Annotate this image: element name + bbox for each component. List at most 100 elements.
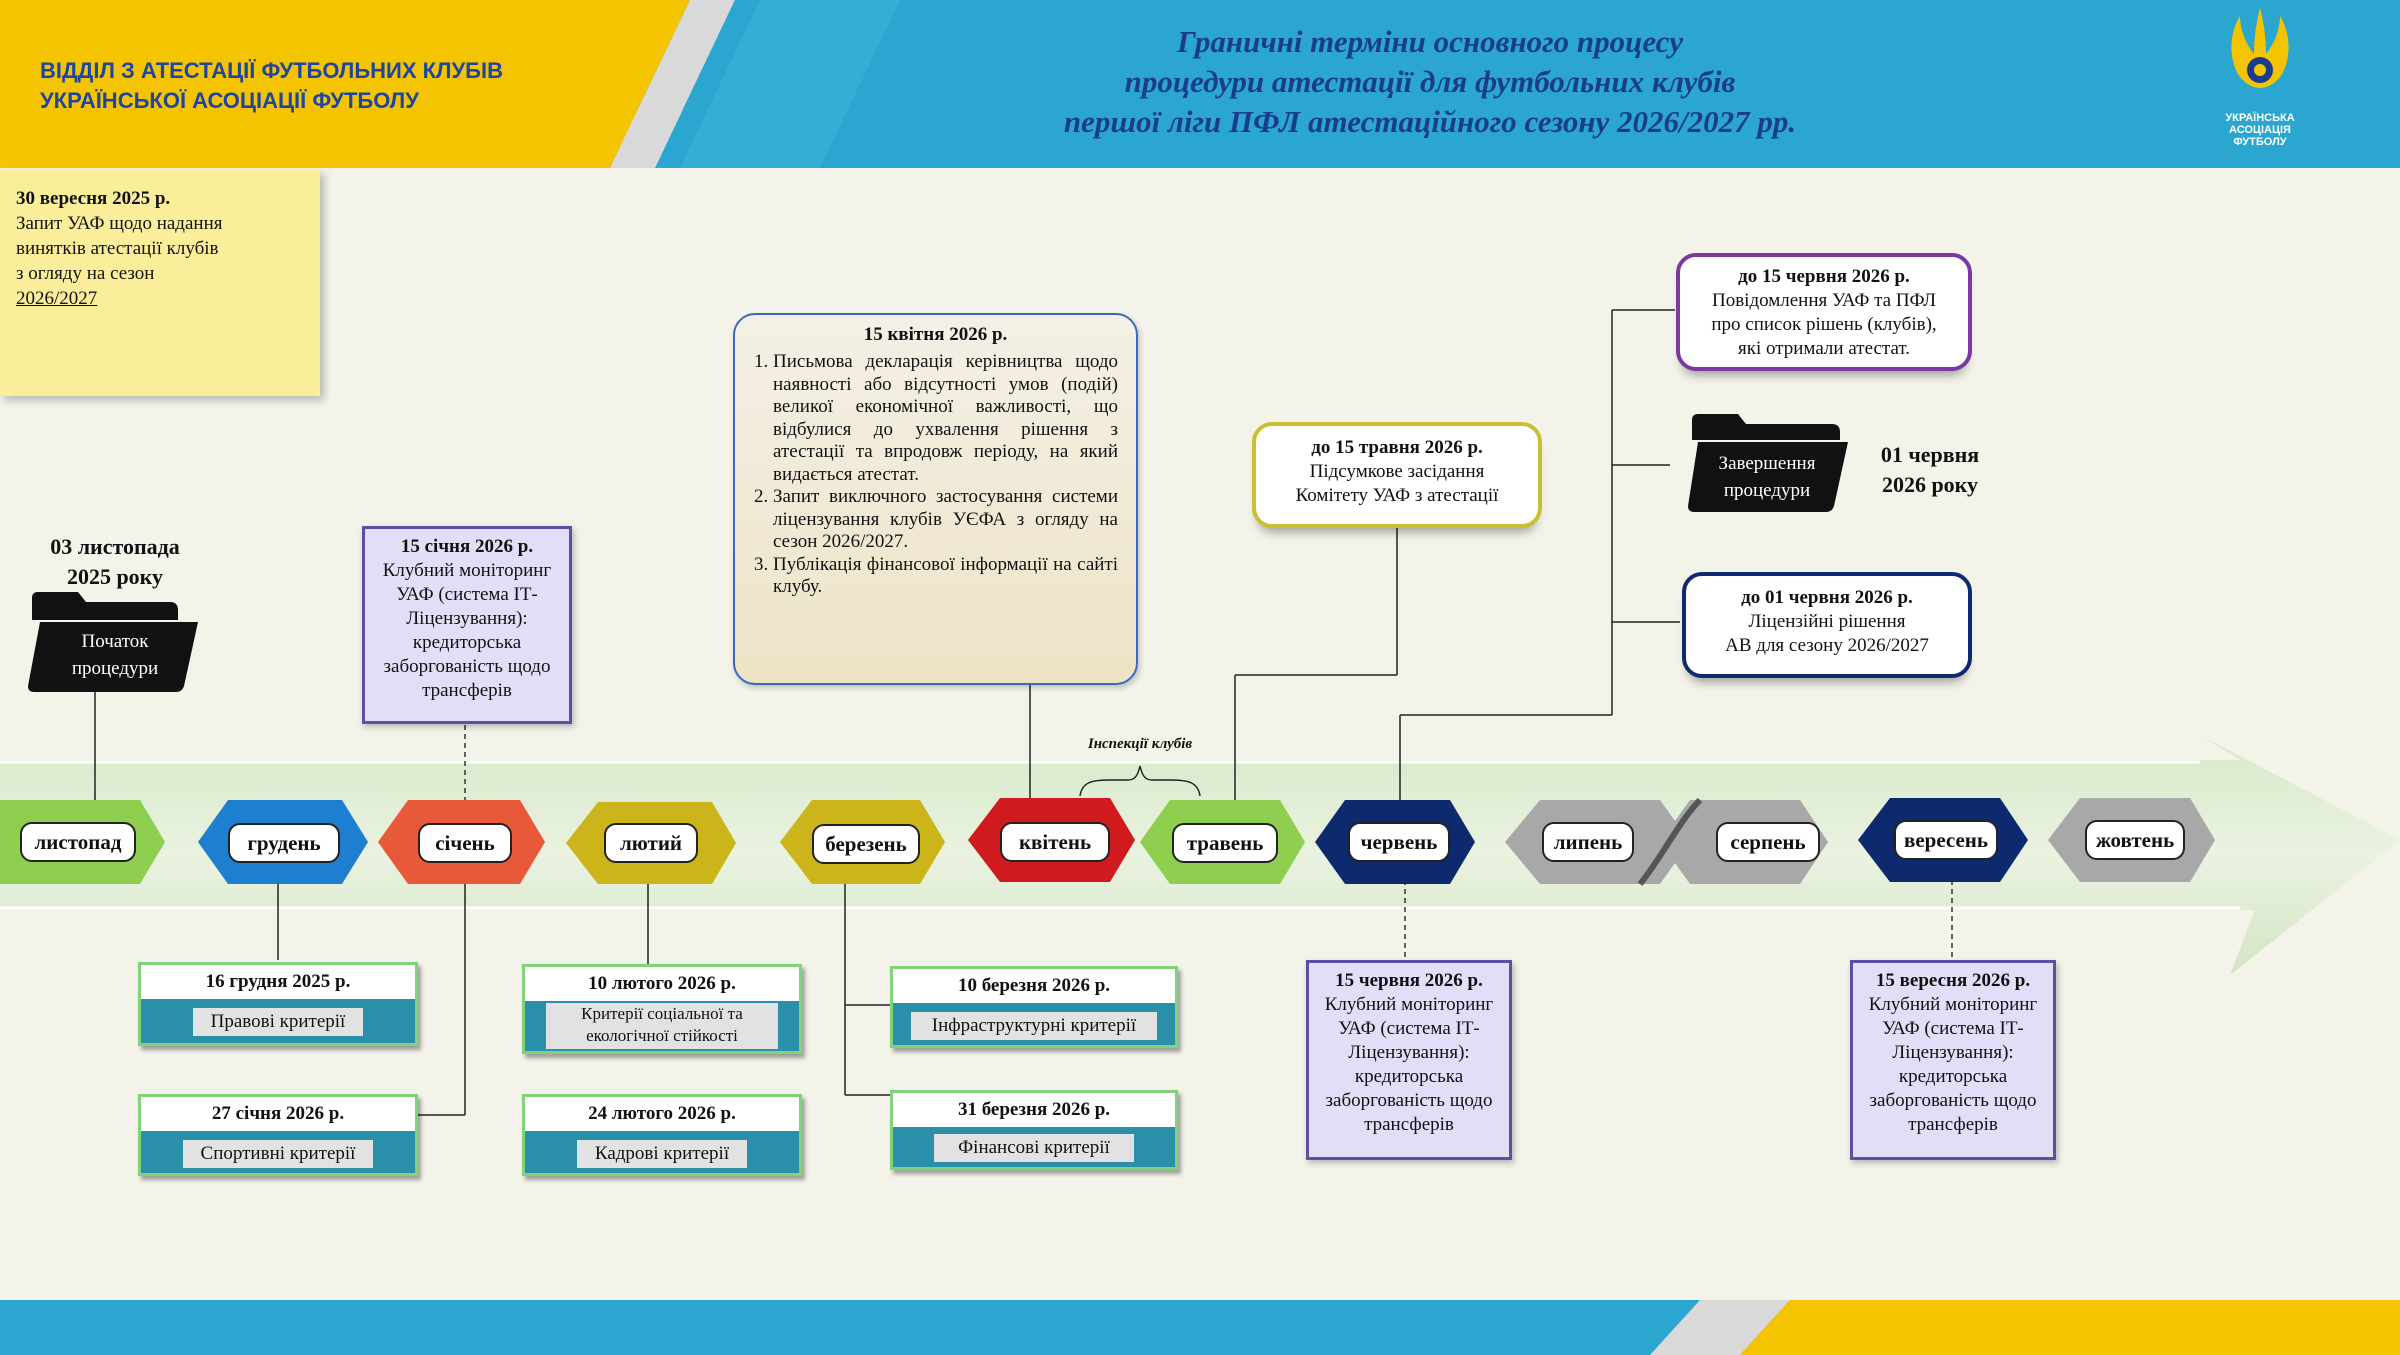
inspection-brace: [1079, 765, 1201, 797]
monitoring-june-box: 15 червня 2026 р. Клубний моніторинг УАФ…: [1306, 960, 1512, 1160]
declaration-box: 15 квітня 2026 р. Письмова декларація ке…: [733, 313, 1138, 685]
declaration-item-3: Публікація фінансової інформації на сайт…: [773, 554, 1118, 599]
month-august: серпень: [1716, 822, 1820, 862]
start-date: 03 листопада 2025 року: [10, 532, 220, 592]
start-folder-line1: Початок: [81, 631, 149, 652]
criteria-infrastructure-date: 10 березня 2026 р.: [893, 969, 1175, 1003]
finish-folder-label: Завершення процедури: [1692, 450, 1842, 504]
monitoring-june-line5: заборгованість щодо: [1325, 1090, 1493, 1111]
criteria-social-label: Критерії соціальної та екологічної стійк…: [546, 1003, 778, 1049]
criteria-staff-box: 24 лютого 2026 р. Кадрові критерії: [522, 1094, 802, 1176]
month-december: грудень: [228, 823, 340, 863]
criteria-staff-date: 24 лютого 2026 р.: [525, 1097, 799, 1131]
monitoring-september-line5: заборгованість щодо: [1869, 1090, 2037, 1111]
monitoring-june-date: 15 червня 2026 р.: [1335, 970, 1483, 991]
notification-line2: про список рішень (клубів),: [1711, 314, 1937, 335]
committee-line1: Підсумкове засідання: [1309, 461, 1485, 482]
uaf-trident-logo-icon: [2231, 8, 2289, 88]
month-september: вересень: [1894, 820, 1998, 860]
start-folder-label: Початок процедури: [40, 628, 190, 682]
month-july: липень: [1542, 822, 1634, 862]
logo-line3: ФУТБОЛУ: [2233, 136, 2287, 148]
licensing-box: до 01 червня 2026 р. Ліцензійні рішення …: [1682, 572, 1972, 678]
logo-line2: АСОЦІАЦІЯ: [2229, 124, 2291, 136]
notification-line3: які отримали атестат.: [1737, 338, 1911, 359]
finish-date-line2: 2026 року: [1881, 472, 1979, 497]
monitoring-june-line6: трансферів: [1364, 1114, 1454, 1135]
monitoring-september-line3: Ліцензування):: [1892, 1042, 2014, 1063]
notification-line1: Повідомлення УАФ та ПФЛ: [1711, 290, 1937, 311]
criteria-financial-box: 31 березня 2026 р. Фінансові критерії: [890, 1090, 1178, 1170]
title-line1: Граничні терміни основного процесу: [1177, 24, 1683, 59]
monitoring-september-line2: УАФ (система ІТ-: [1882, 1018, 2024, 1039]
month-april: квітень: [1000, 822, 1110, 862]
month-january: січень: [418, 823, 512, 863]
monitoring-january-box: 15 січня 2026 р. Клубний моніторинг УАФ …: [362, 526, 572, 724]
monitoring-june-line1: Клубний моніторинг: [1324, 994, 1494, 1015]
monitoring-september-date: 15 вересня 2026 р.: [1875, 970, 2031, 991]
title-line2: процедури атестації для футбольних клубі…: [1124, 64, 1736, 99]
note-line4: 2026/2027: [16, 288, 98, 309]
monitoring-january-date: 15 січня 2026 р.: [400, 536, 534, 557]
month-february: лютий: [604, 823, 698, 863]
finish-date: 01 червня 2026 року: [1850, 440, 2010, 500]
criteria-infrastructure-label: Інфраструктурні критерії: [911, 1012, 1157, 1040]
monitoring-january-line3: Ліцензування):: [406, 608, 528, 629]
note-line2: винятків атестації клубів: [16, 238, 219, 259]
finish-folder-line2: процедури: [1723, 480, 1811, 501]
month-november: листопад: [20, 822, 136, 862]
header-banner: [0, 0, 2400, 168]
finish-folder-icon: [1688, 414, 1848, 512]
connectors: [94, 309, 1680, 1116]
licensing-line1: Ліцензійні рішення: [1748, 611, 1906, 632]
monitoring-january-line5: заборгованість щодо: [383, 656, 551, 677]
monitoring-june-line3: Ліцензування):: [1348, 1042, 1470, 1063]
logo-line1: УКРАЇНСЬКА: [2225, 112, 2295, 124]
logo-caption: УКРАЇНСЬКА АСОЦІАЦІЯ ФУТБОЛУ: [2210, 112, 2310, 148]
monitoring-june-line4: кредиторська: [1354, 1066, 1464, 1087]
criteria-legal-label: Правові критерії: [193, 1008, 363, 1036]
page-title: Граничні терміни основного процесу проце…: [930, 22, 1930, 142]
criteria-sport-box: 27 січня 2026 р. Спортивні критерії: [138, 1094, 418, 1176]
notification-date: до 15 червня 2026 р.: [1738, 266, 1910, 287]
monitoring-june-line2: УАФ (система ІТ-: [1338, 1018, 1480, 1039]
licensing-line2: АВ для сезону 2026/2027: [1725, 635, 1929, 656]
declaration-list: Письмова декларація керівництва щодо ная…: [753, 351, 1118, 599]
note-line3: з огляду на сезон: [16, 263, 155, 284]
criteria-financial-date: 31 березня 2026 р.: [893, 1093, 1175, 1127]
monitoring-september-box: 15 вересня 2026 р. Клубний моніторинг УА…: [1850, 960, 2056, 1160]
monitoring-september-line6: трансферів: [1908, 1114, 1998, 1135]
criteria-legal-box: 16 грудня 2025 р. Правові критерії: [138, 962, 418, 1046]
monitoring-september-line1: Клубний моніторинг: [1868, 994, 2038, 1015]
declaration-date: 15 квітня 2026 р.: [863, 324, 1008, 345]
note-date: 30 вересня 2025 р.: [16, 188, 171, 209]
start-folder-line2: процедури: [71, 658, 159, 679]
month-october: жовтень: [2085, 820, 2185, 860]
committee-line2: Комітету УАФ з атестації: [1295, 485, 1499, 506]
monitoring-january-line4: кредиторська: [412, 632, 522, 653]
finish-date-line1: 01 червня: [1880, 442, 1980, 467]
note-line1: Запит УАФ щодо надання: [16, 213, 223, 234]
inspection-label: Інспекції клубів: [1087, 736, 1193, 752]
monitoring-september-line4: кредиторська: [1898, 1066, 2008, 1087]
criteria-staff-label: Кадрові критерії: [577, 1140, 747, 1168]
start-folder-icon: [28, 592, 198, 692]
criteria-social-box: 10 лютого 2026 р. Критерії соціальної та…: [522, 964, 802, 1054]
monitoring-january-line1: Клубний моніторинг: [382, 560, 552, 581]
criteria-financial-label: Фінансові критерії: [934, 1134, 1134, 1162]
exception-request-note: 30 вересня 2025 р. Запит УАФ щодо наданн…: [0, 170, 320, 396]
start-date-line1: 03 листопада: [50, 534, 180, 559]
criteria-social-date: 10 лютого 2026 р.: [525, 967, 799, 1001]
committee-box: до 15 травня 2026 р. Підсумкове засіданн…: [1252, 422, 1542, 528]
criteria-sport-label: Спортивні критерії: [183, 1140, 373, 1168]
start-date-line2: 2025 року: [66, 564, 164, 589]
declaration-item-2: Запит виключного застосування системи лі…: [773, 486, 1118, 554]
title-line3: першої ліги ПФЛ атестаційного сезону 202…: [1063, 104, 1797, 139]
finish-folder-line1: Завершення: [1718, 453, 1816, 474]
committee-date: до 15 травня 2026 р.: [1311, 437, 1483, 458]
org-name-line1: ВІДДІЛ З АТЕСТАЦІЇ ФУТБОЛЬНИХ КЛУБІВ: [40, 58, 503, 83]
month-june: червень: [1348, 822, 1450, 862]
criteria-legal-date: 16 грудня 2025 р.: [141, 965, 415, 999]
org-name: ВІДДІЛ З АТЕСТАЦІЇ ФУТБОЛЬНИХ КЛУБІВ УКР…: [40, 56, 600, 116]
monitoring-january-line2: УАФ (система ІТ-: [396, 584, 538, 605]
